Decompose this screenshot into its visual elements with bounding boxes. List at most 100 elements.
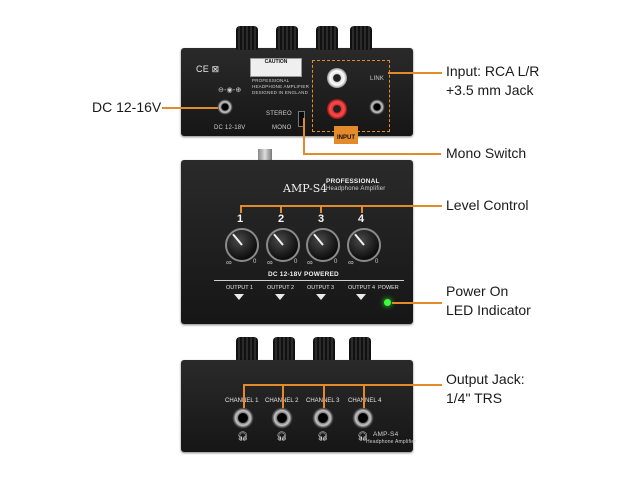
- mono-callout-horizontal: [303, 153, 441, 155]
- output-label-3: OUTPUT 3: [307, 285, 335, 291]
- scale-max-4: 0: [375, 259, 379, 265]
- channel-label-2: CHANNEL 2: [265, 398, 299, 404]
- headphone-icon: 🎧︎: [237, 431, 249, 441]
- front-knob-1[interactable]: [236, 337, 258, 361]
- output-bracket-top: [243, 384, 363, 386]
- output-label-1: OUTPUT 1: [226, 285, 254, 291]
- scale-max-3: 0: [334, 259, 338, 265]
- level-callout: Level Control: [446, 197, 529, 213]
- scale-max-1: 0: [253, 259, 257, 265]
- output-arrow-3: [316, 294, 326, 300]
- mono-label: MONO: [272, 125, 292, 131]
- scale-min-4: ∞: [348, 258, 354, 267]
- scale-max-2: 0: [294, 259, 298, 265]
- output-jack-3[interactable]: [312, 407, 334, 429]
- level-knob-1[interactable]: [225, 228, 259, 262]
- headphone-icon: 🎧︎: [317, 431, 329, 441]
- mono-callout-vertical: [303, 118, 305, 154]
- power-callout-line-2: LED Indicator: [446, 302, 531, 318]
- scale-min-3: ∞: [307, 258, 313, 267]
- front-knob-4[interactable]: [349, 337, 371, 361]
- front-knob-3[interactable]: [313, 337, 335, 361]
- ce-mark: CE ⊠: [196, 64, 220, 74]
- channel-number-1: 1: [237, 213, 244, 225]
- top-rear-jack-stub: [258, 149, 272, 161]
- mono-switch[interactable]: [298, 111, 305, 127]
- back-knob-1[interactable]: [236, 26, 258, 50]
- input-label: INPUT: [337, 135, 355, 141]
- spec-line-3: DESIGNED IN ENGLAND: [252, 90, 309, 95]
- output-label-4: OUTPUT 4: [348, 285, 376, 291]
- level-bracket-drop-2: [280, 205, 282, 213]
- channel-label-1: CHANNEL 1: [225, 398, 259, 404]
- stereo-label: STEREO: [266, 111, 292, 117]
- front-knob-2[interactable]: [273, 337, 295, 361]
- level-knob-4[interactable]: [347, 228, 381, 262]
- scale-min-2: ∞: [267, 258, 273, 267]
- level-bracket-drop-4: [361, 205, 363, 213]
- output-bracket-drop-4: [363, 384, 365, 408]
- brand-line-2: Headphone Amplifier: [326, 186, 386, 192]
- back-knob-3[interactable]: [316, 26, 338, 50]
- caution-label: CAUTION: [264, 59, 288, 65]
- dc-callout-line: [162, 107, 218, 109]
- channel-number-3: 3: [318, 213, 325, 225]
- back-knob-4[interactable]: [350, 26, 372, 50]
- front-subtitle: Headphone Amplifier: [366, 439, 417, 445]
- output-jack-2[interactable]: [271, 407, 293, 429]
- level-bracket-drop-1: [240, 205, 242, 213]
- headphone-icon: 🎧︎: [357, 431, 369, 441]
- output-bracket-drop-1: [243, 384, 245, 408]
- brand-line-1: PROFESSIONAL: [326, 178, 380, 185]
- channel-label-3: CHANNEL 3: [306, 398, 340, 404]
- dc-jack-label: DC 12-18V: [214, 125, 246, 131]
- spec-line-2: HEADPHONE AMPLIFIER: [252, 84, 310, 89]
- rca-right-jack[interactable]: [327, 99, 347, 119]
- back-knob-2[interactable]: [276, 26, 298, 50]
- output-jack-4[interactable]: [352, 407, 374, 429]
- output-callout-line-2: 1/4" TRS: [446, 390, 503, 406]
- caution-sticker: CAUTION: [250, 58, 302, 77]
- output-bracket-drop-3: [323, 384, 325, 408]
- level-knob-2[interactable]: [266, 228, 300, 262]
- output-arrow-1: [234, 294, 244, 300]
- power-label: POWER: [378, 285, 399, 291]
- input-callout-line-1: Input: RCA L/R: [446, 63, 540, 79]
- output-callout-line-1: Output Jack:: [446, 371, 525, 387]
- channel-number-4: 4: [358, 213, 365, 225]
- dc-polarity-icon: ⊖-◉-⊕: [218, 87, 242, 94]
- mono-callout: Mono Switch: [446, 145, 527, 161]
- output-arrow-4: [356, 294, 366, 300]
- model-title: AMP-S4: [283, 182, 328, 195]
- mini-jack-3.5mm[interactable]: [369, 99, 385, 115]
- power-led: [384, 299, 391, 306]
- panel-divider: [214, 280, 404, 281]
- channel-number-2: 2: [278, 213, 285, 225]
- level-bracket-top: [240, 205, 362, 207]
- power-callout: Power On LED Indicator: [446, 282, 531, 320]
- input-callout-line: [388, 72, 442, 74]
- headphone-icon: 🎧︎: [276, 431, 288, 441]
- scale-min-1: ∞: [226, 258, 232, 267]
- power-callout-line-1: Power On: [446, 283, 509, 299]
- output-callout: Output Jack: 1/4" TRS: [446, 370, 525, 408]
- power-callout-line: [392, 302, 442, 304]
- link-label: LINK: [370, 76, 385, 82]
- level-bracket-drop-3: [320, 205, 322, 213]
- rca-left-jack[interactable]: [327, 68, 347, 88]
- output-bracket-drop-2: [282, 384, 284, 408]
- input-highlight-box: [312, 60, 390, 132]
- front-model: AMP-S4: [373, 431, 399, 438]
- level-knob-3[interactable]: [306, 228, 340, 262]
- spec-line-1: PROFESSIONAL: [252, 78, 290, 83]
- input-label-tag: INPUT: [334, 126, 358, 144]
- output-arrow-2: [275, 294, 285, 300]
- dc-power-jack[interactable]: [217, 99, 233, 115]
- channel-label-4: CHANNEL 4: [348, 398, 382, 404]
- powered-label: DC 12-18V POWERED: [268, 271, 339, 278]
- output-callout-line: [363, 384, 442, 386]
- level-callout-line: [362, 205, 442, 207]
- front-panel: [181, 360, 413, 452]
- input-callout: Input: RCA L/R +3.5 mm Jack: [446, 62, 539, 100]
- output-jack-1[interactable]: [232, 407, 254, 429]
